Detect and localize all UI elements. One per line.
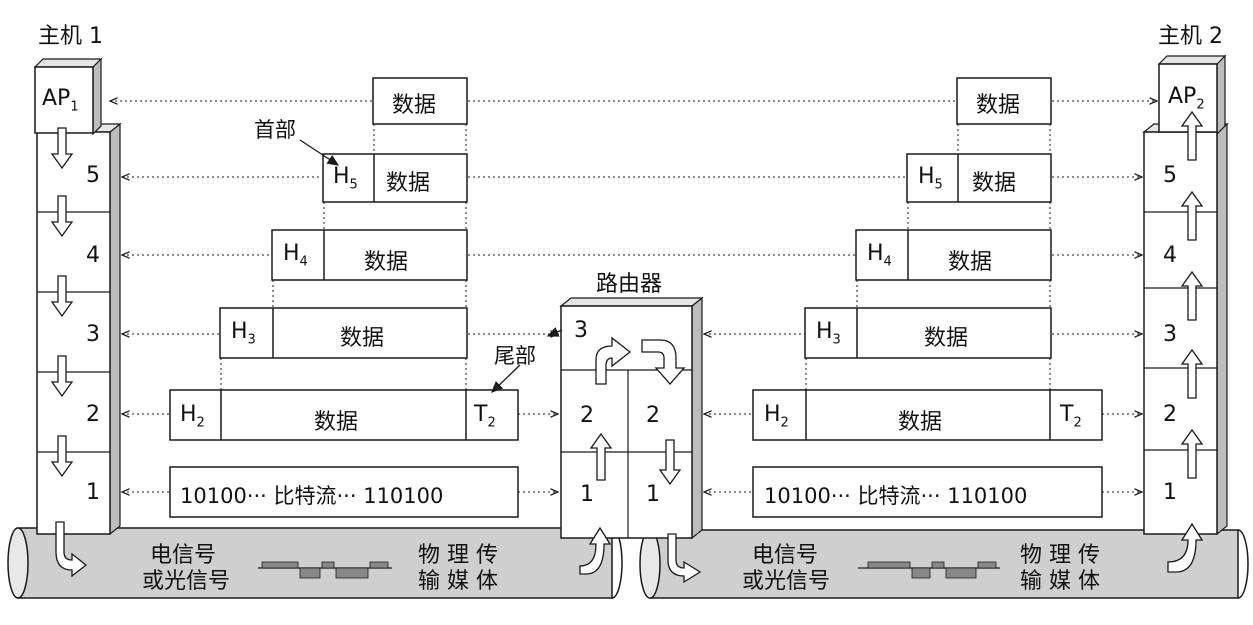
trailer-callout-line — [491, 364, 521, 393]
router-callout-line — [546, 327, 563, 337]
signal-waveform-left — [258, 561, 392, 579]
host2-layer-5: 5 — [1163, 163, 1177, 188]
host2-layer-1: 1 — [1163, 480, 1177, 505]
down-arrow-icon — [50, 355, 74, 398]
header-label: 首部 — [254, 118, 296, 142]
down-arrow-icon — [50, 127, 74, 170]
host1-stack — [33, 57, 122, 578]
host2-layer-2: 2 — [1163, 402, 1177, 427]
l1-data: 数据 — [314, 410, 359, 435]
host1-title: 主机 1 — [38, 24, 103, 49]
right-medium-line1: 物 理 传 — [1020, 543, 1100, 568]
header-callout-line — [299, 139, 340, 166]
r-bitstream: 10100··· 比特流··· 110100 — [764, 484, 1028, 508]
host1-layer-4: 4 — [86, 243, 100, 268]
signal-waveform-right — [858, 561, 1000, 579]
r-h4: H4 — [867, 241, 892, 270]
up-arrow-icon — [1180, 348, 1204, 399]
l3-data: 数据 — [364, 250, 409, 275]
encapsulation-guides — [220, 124, 1051, 390]
r5-data: 数据 — [976, 93, 1021, 118]
router-stack — [559, 296, 704, 584]
router-layer-3: 3 — [574, 318, 588, 343]
left-signal-line2: 或光信号 — [142, 569, 231, 594]
down-arrow-icon — [50, 435, 74, 478]
r4-data: 数据 — [972, 171, 1017, 196]
router-right-layer-1: 1 — [646, 482, 660, 507]
r-h5: H5 — [918, 164, 943, 193]
r-h2: H2 — [764, 402, 789, 431]
curved-arrow-icon — [1167, 522, 1204, 573]
up-arrow-icon — [1180, 428, 1204, 479]
host1-layer-5: 5 — [86, 163, 100, 188]
r3-data: 数据 — [948, 250, 993, 275]
left-medium-line2: 输 媒 体 — [418, 569, 498, 594]
host1-app-label: AP1 — [42, 86, 79, 115]
curved-arrow-icon — [641, 339, 686, 385]
host2-layer-4: 4 — [1163, 243, 1177, 268]
physical-cable-left — [7, 527, 623, 599]
host1-layer-1: 1 — [86, 480, 100, 505]
peer-communication-lines — [110, 101, 1157, 492]
curved-arrow-icon — [595, 336, 632, 385]
l5-data: 数据 — [392, 93, 437, 118]
r1-data: 数据 — [898, 410, 943, 435]
l-h3: H3 — [231, 319, 256, 348]
r-t2: T2 — [1060, 402, 1082, 431]
right-signal-line2: 或光信号 — [742, 569, 831, 594]
router-left-layer-2: 2 — [580, 403, 594, 428]
down-arrow-icon — [50, 275, 74, 318]
r-h3: H3 — [816, 319, 841, 348]
l-h4: H4 — [283, 241, 308, 270]
router-left-layer-1: 1 — [580, 482, 594, 507]
host1-layer-3: 3 — [86, 322, 100, 347]
pdu-boxes-left — [169, 77, 519, 518]
r2-data: 数据 — [924, 326, 969, 351]
down-arrow-icon — [50, 195, 74, 238]
router-title: 路由器 — [596, 272, 663, 297]
router-right-layer-2: 2 — [646, 403, 660, 428]
host1-layer-2: 2 — [86, 402, 100, 427]
pdu-boxes-right — [752, 77, 1103, 518]
down-arrow-icon — [658, 439, 682, 486]
left-signal-line1: 电信号 — [150, 543, 217, 568]
l-t2: T2 — [474, 402, 496, 431]
l-h2: H2 — [180, 402, 205, 431]
l-bitstream: 10100··· 比特流··· 110100 — [180, 484, 444, 508]
curved-arrow-icon — [55, 521, 88, 578]
trailer-label: 尾部 — [494, 344, 536, 368]
up-arrow-icon — [589, 432, 613, 481]
host2-app-label: AP2 — [1168, 84, 1205, 113]
up-arrow-icon — [1180, 270, 1204, 321]
up-arrow-icon — [1180, 190, 1204, 241]
up-arrow-icon — [1180, 110, 1204, 161]
left-medium-line1: 物 理 传 — [418, 543, 498, 568]
l2-data: 数据 — [340, 326, 385, 351]
host2-stack — [1142, 54, 1229, 573]
host2-layer-3: 3 — [1163, 322, 1177, 347]
curved-arrow-icon — [667, 533, 702, 584]
l-h5: H5 — [333, 164, 358, 193]
right-medium-line2: 输 媒 体 — [1020, 569, 1100, 594]
l4-data: 数据 — [386, 171, 431, 196]
curved-arrow-icon — [579, 526, 612, 575]
right-signal-line1: 电信号 — [752, 543, 819, 568]
host2-title: 主机 2 — [1158, 24, 1223, 49]
